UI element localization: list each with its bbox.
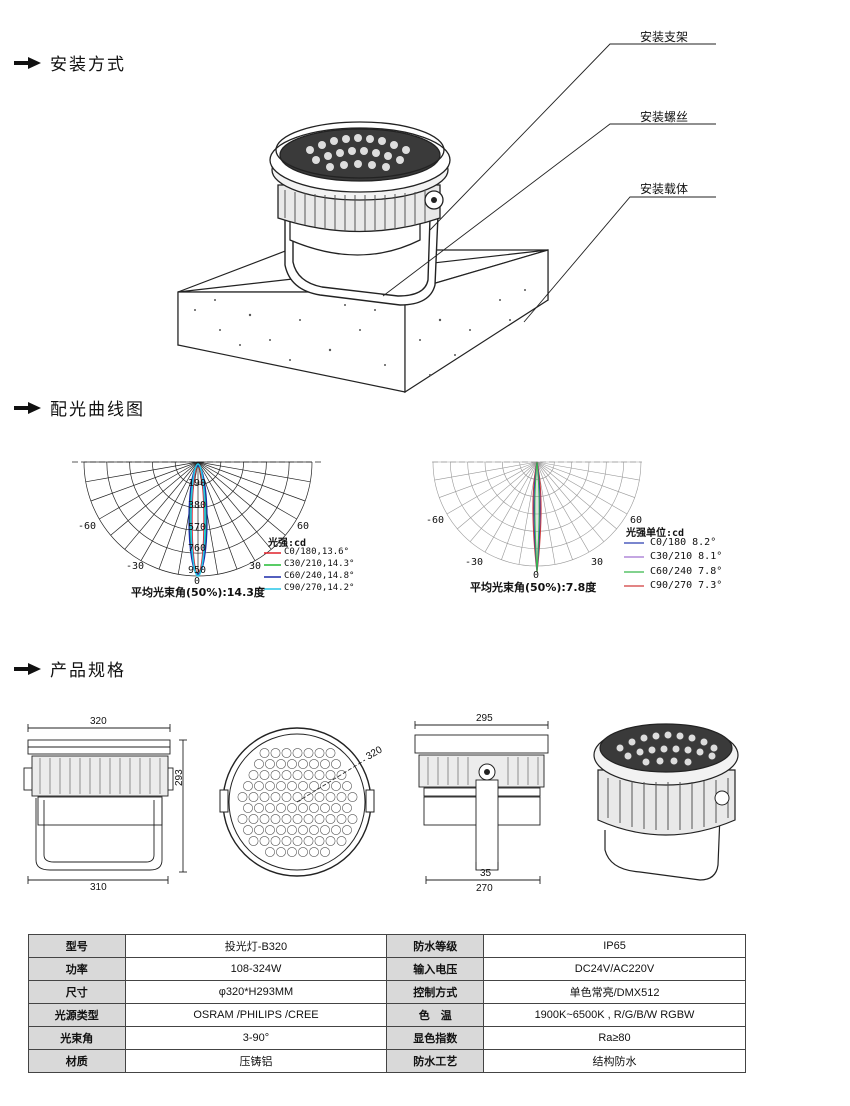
arrow-right-icon [14, 662, 41, 675]
section-heading-spec: 产品规格 [14, 656, 126, 681]
spec-key: 色 温 [386, 1003, 485, 1027]
arrow-right-icon [14, 401, 41, 414]
spec-value: 投光灯-B320 [124, 934, 388, 958]
unit-label: 光强单位:cd [626, 528, 685, 539]
spec-key: 功率 [28, 957, 126, 981]
spec-value: Ra≥80 [483, 1026, 746, 1050]
polar-diagram-right [432, 461, 644, 587]
legend-item: C60/240 7.8° [650, 566, 723, 577]
callout-underlines [636, 43, 716, 198]
side-view-drawing [414, 721, 549, 884]
arrow-right-icon [14, 56, 41, 69]
spec-value: 1900K~6500K , R/G/B/W RGBW [483, 1003, 746, 1027]
legend-item: C30/210 8.1° [650, 551, 723, 562]
table-row: 材质压铸铝防水工艺结构防水 [28, 1049, 746, 1073]
fins [284, 190, 426, 231]
callout-carrier: 安装载体 [640, 182, 689, 196]
angle-label: 0 [194, 576, 201, 587]
spec-value: DC24V/AC220V [483, 957, 746, 981]
spec-value: 结构防水 [483, 1049, 746, 1073]
dim-label: 310 [90, 882, 107, 893]
angle-label: -60 [78, 521, 97, 532]
section-heading-light-curve: 配光曲线图 [14, 395, 145, 420]
angle-label: -30 [126, 561, 145, 572]
angle-label: 30 [249, 561, 262, 572]
legend-item: C60/240,14.8° [284, 571, 355, 581]
product-3d-view [593, 723, 739, 881]
section-heading-install: 安装方式 [14, 50, 126, 75]
callout-bracket: 安装支架 [640, 30, 689, 44]
ring-label: 950 [188, 565, 207, 576]
section-title: 安装方式 [50, 55, 126, 75]
angle-label: -60 [426, 515, 445, 526]
angle-label: 60 [297, 521, 310, 532]
top-view-drawing [219, 727, 375, 877]
spec-value: 3-90° [124, 1026, 388, 1050]
installation-illustration [177, 43, 716, 394]
front-view-drawing [23, 724, 187, 884]
spec-key: 防水等级 [386, 934, 485, 958]
lamp-body [269, 121, 451, 256]
spec-value: 单色常亮/DMX512 [483, 980, 746, 1004]
angle-label: -30 [465, 557, 484, 568]
spec-key: 控制方式 [386, 980, 485, 1004]
beam-angle-caption: 平均光束角(50%):7.8度 [470, 581, 597, 594]
spec-key: 光束角 [28, 1026, 126, 1050]
spec-key: 显色指数 [386, 1026, 485, 1050]
polar-diagram-left [72, 461, 322, 590]
spec-value: φ320*H293MM [124, 980, 388, 1004]
legend-item: C30/210,14.3° [284, 559, 355, 569]
spec-key: 光源类型 [28, 1003, 126, 1027]
spec-key: 型号 [28, 934, 126, 958]
spec-value: OSRAM /PHILIPS /CREE [124, 1003, 388, 1027]
section-title: 配光曲线图 [50, 400, 145, 420]
legend-right [624, 542, 644, 587]
legend-item: C90/270,14.2° [284, 583, 355, 593]
concrete-speckles [194, 289, 526, 376]
dim-label: 320 [90, 716, 107, 727]
angle-label: 0 [533, 570, 540, 581]
spec-key: 输入电压 [386, 957, 485, 981]
legend-item: C90/270 7.3° [650, 580, 723, 591]
led-dots [306, 134, 410, 171]
callout-screw: 安装螺丝 [640, 110, 689, 124]
dim-label: 295 [476, 713, 493, 724]
spec-value: IP65 [483, 934, 746, 958]
angle-label: 60 [630, 515, 643, 526]
dim-label: 35 [480, 868, 492, 879]
section-title: 产品规格 [50, 661, 126, 681]
angle-label: 30 [591, 557, 604, 568]
spec-value: 108-324W [124, 957, 388, 981]
unit-label: 光强:cd [268, 538, 307, 549]
spec-key: 防水工艺 [386, 1049, 485, 1073]
ring-label: 570 [188, 522, 207, 533]
ring-label: 380 [188, 500, 207, 511]
led-grid [237, 748, 358, 857]
ring-label: 190 [188, 478, 207, 489]
spec-key: 尺寸 [28, 980, 126, 1004]
dim-label: 270 [476, 883, 493, 894]
ring-label: 760 [188, 543, 207, 554]
legend-item: C0/180,13.6° [284, 547, 350, 557]
legend-left [264, 552, 281, 590]
leader-lines [382, 43, 636, 323]
spec-key: 材质 [28, 1049, 126, 1073]
dim-label: 293 [174, 769, 185, 786]
legend-item: C0/180 8.2° [650, 537, 717, 548]
beam-angle-caption: 平均光束角(50%):14.3度 [131, 586, 265, 599]
spec-value: 压铸铝 [124, 1049, 388, 1073]
